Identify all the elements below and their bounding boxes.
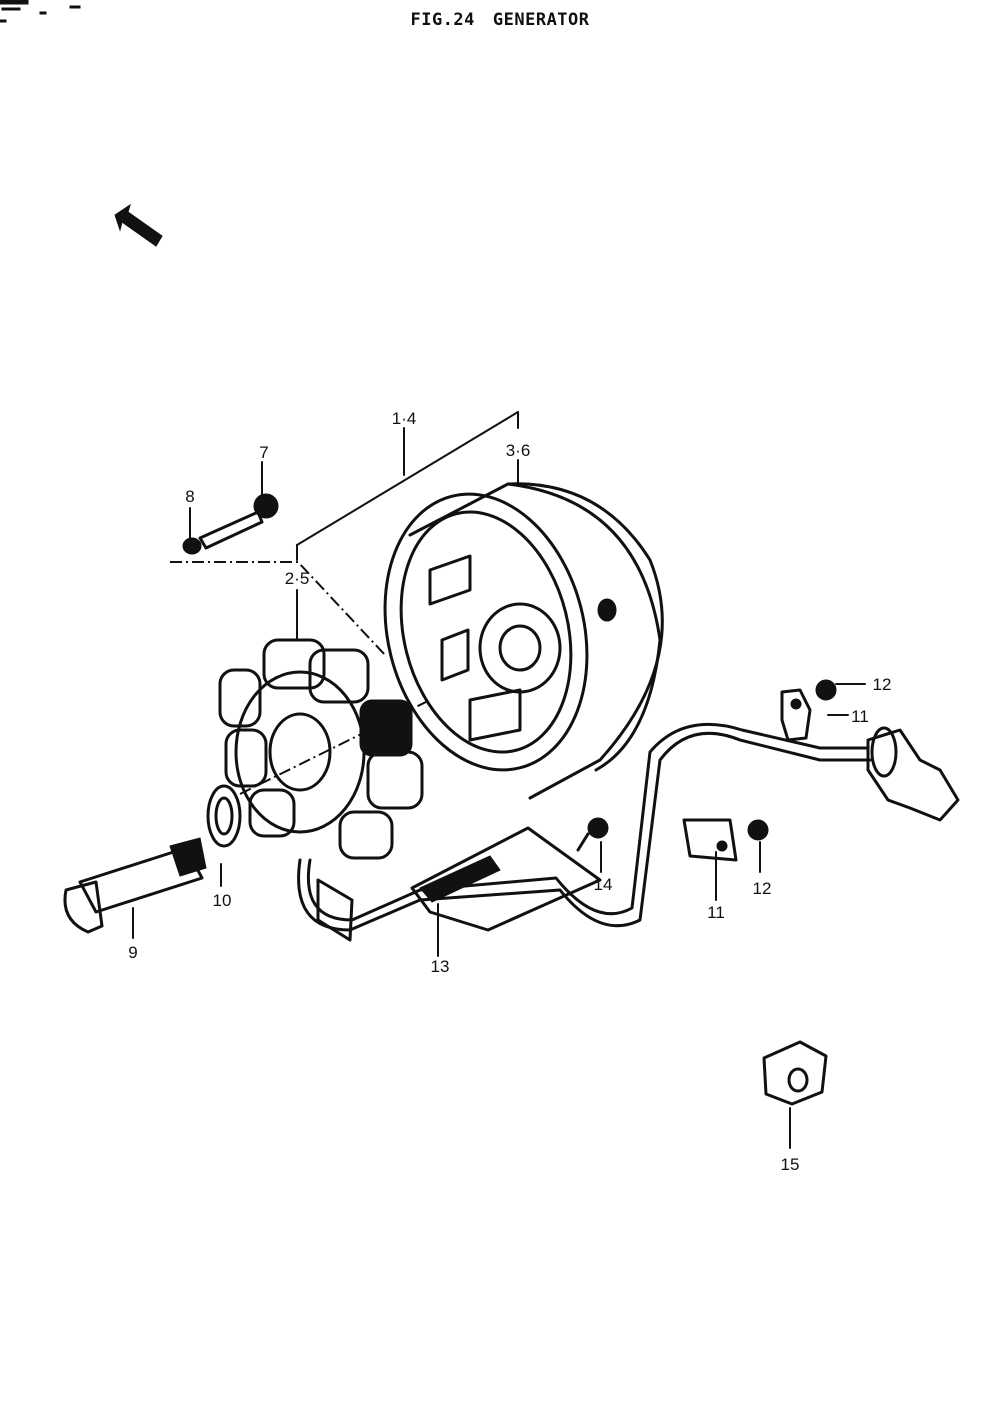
callout-11-top: 11 xyxy=(851,707,869,726)
figure-name: GENERATOR xyxy=(492,10,590,30)
leader-lines xyxy=(132,411,866,1149)
callout-10: 10 xyxy=(213,891,232,910)
callout-12-bottom: 12 xyxy=(753,879,772,898)
callout-13: 13 xyxy=(431,957,450,976)
washer xyxy=(206,784,242,848)
grommet xyxy=(762,1040,828,1106)
callout-9: 9 xyxy=(128,943,137,962)
figure-title: FIG.24 GENERATOR xyxy=(0,10,1000,30)
rotor-flywheel xyxy=(383,482,664,800)
scan-noise xyxy=(0,0,81,23)
callout-15: 15 xyxy=(781,1155,800,1174)
stator-screw xyxy=(182,493,279,555)
stator-coil xyxy=(218,638,424,860)
front-direction-arrow-icon xyxy=(114,203,163,247)
rotor-bolt xyxy=(63,837,207,934)
clamps xyxy=(682,688,812,862)
figure-number: FIG.24 xyxy=(410,10,475,30)
callout-3-6: 3·6 xyxy=(506,441,531,460)
clamp-bolt xyxy=(576,679,837,852)
callout-2-5: 2·5 xyxy=(285,569,310,588)
cover-plate xyxy=(410,826,602,932)
callout-7: 7 xyxy=(259,443,268,462)
wiring-harness xyxy=(297,722,960,942)
callout-12-top: 12 xyxy=(873,675,892,694)
callout-8: 8 xyxy=(185,487,194,506)
callout-1-4: 1·4 xyxy=(392,409,417,428)
callout-11-bottom: 11 xyxy=(707,903,725,922)
callout-14: 14 xyxy=(594,875,613,894)
